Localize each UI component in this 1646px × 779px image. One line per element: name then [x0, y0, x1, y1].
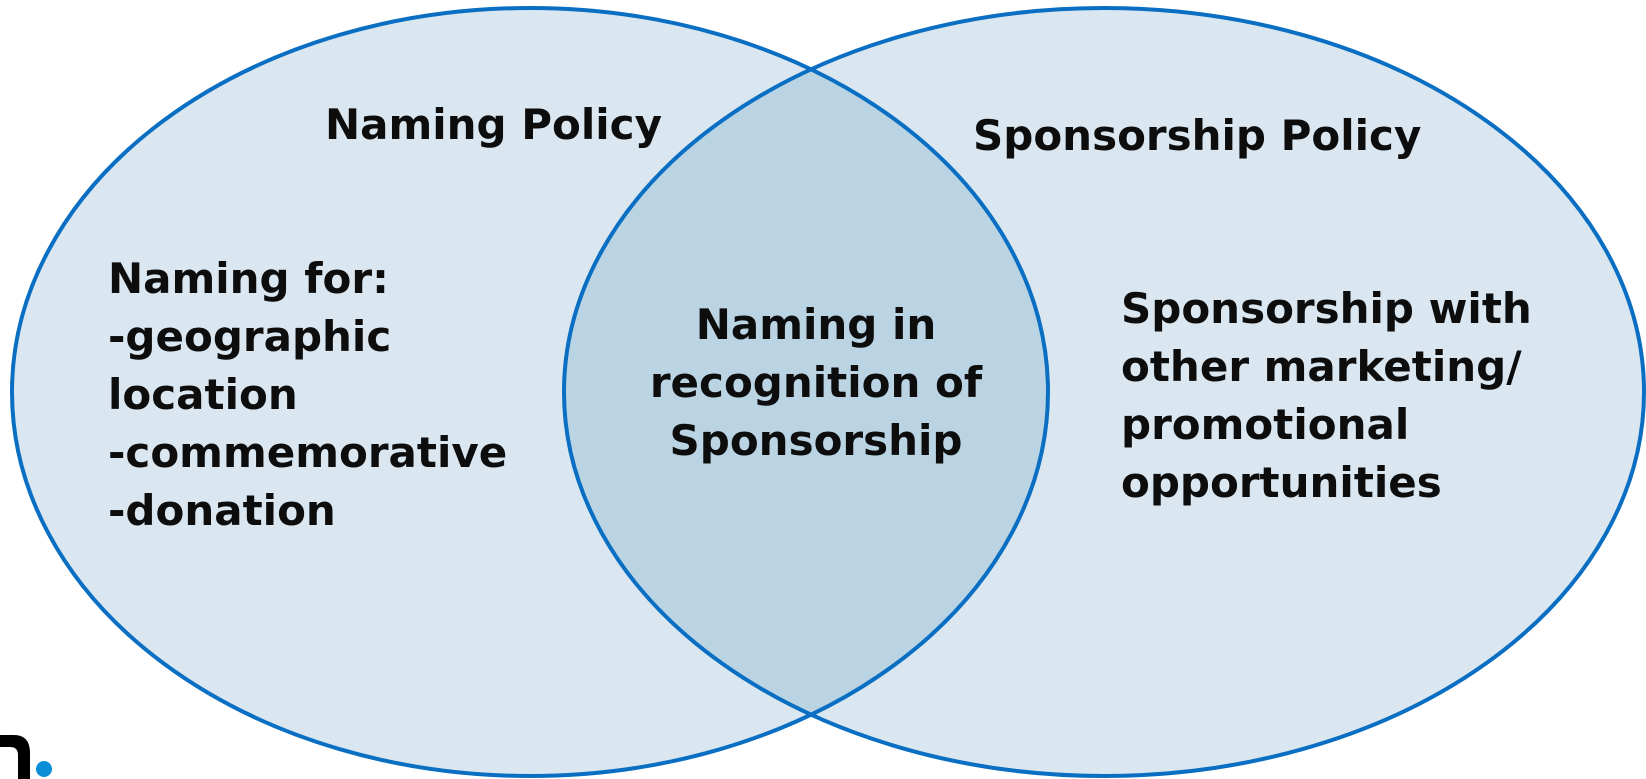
sponsorship-policy-details: Sponsorship with other marketing/ promot… — [1121, 280, 1532, 512]
intersection-line-3: Sponsorship — [669, 416, 963, 465]
naming-policy-details: Naming for: -geographic location -commem… — [108, 250, 507, 540]
naming-policy-title: Naming Policy — [325, 100, 662, 149]
sponsorship-line-3: promotional — [1121, 400, 1410, 449]
right-circle-outline — [562, 6, 1646, 778]
logo-fragment-icon — [0, 735, 52, 779]
naming-line-1: Naming for: — [108, 254, 389, 303]
intersection-line-1: Naming in — [695, 300, 937, 349]
sponsorship-line-4: opportunities — [1121, 458, 1442, 507]
naming-line-4: -commemorative — [108, 428, 508, 477]
left-circle-outline — [10, 6, 1050, 778]
sponsorship-line-2: other marketing/ — [1121, 342, 1522, 391]
naming-line-2: -geographic — [108, 312, 392, 361]
naming-line-3: location — [108, 370, 298, 419]
intersection-line-2: recognition of — [649, 358, 983, 407]
sponsorship-line-1: Sponsorship with — [1121, 284, 1532, 333]
intersection-details: Naming in recognition of Sponsorship — [646, 296, 986, 470]
naming-line-5: -donation — [108, 486, 336, 535]
sponsorship-policy-title: Sponsorship Policy — [973, 111, 1422, 160]
overlap-region — [564, 8, 1048, 776]
